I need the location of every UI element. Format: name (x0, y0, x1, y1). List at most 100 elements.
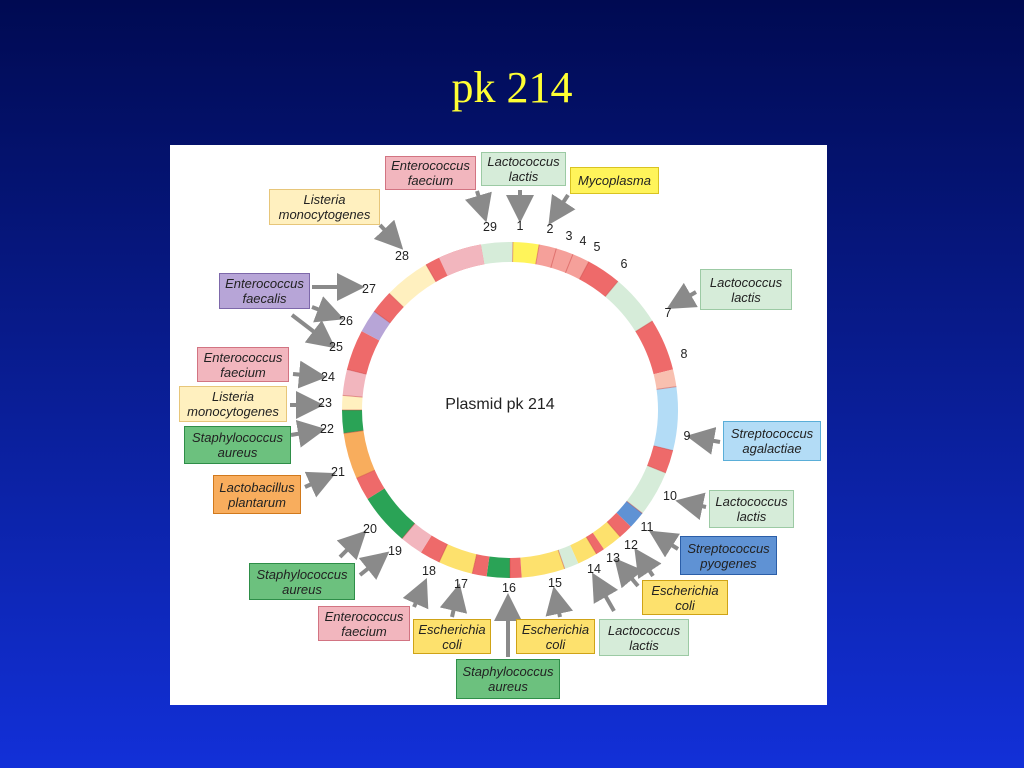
ring-seg-26b (361, 311, 391, 341)
arrow-17 (439, 583, 468, 618)
segment-num-15: 15 (548, 576, 562, 590)
ring-seg-15 (520, 549, 565, 578)
segment-num-12: 12 (624, 538, 638, 552)
ring-divider (585, 536, 597, 555)
ring-seg-8b (653, 369, 677, 390)
plasmid-ring (290, 190, 721, 657)
segment-num-16: 16 (502, 581, 516, 595)
ring-seg-11b (607, 512, 631, 537)
ring-divider (647, 464, 666, 474)
segment-num-20: 20 (363, 522, 377, 536)
segment-num-28: 28 (395, 249, 409, 263)
ring-seg-3-5 (535, 244, 589, 280)
segment-num-29: 29 (483, 220, 497, 234)
ring-seg-8 (635, 320, 674, 375)
ring-divider (604, 280, 619, 297)
ring-divider (401, 523, 416, 540)
ring-seg-21 (343, 430, 375, 479)
arrow-13 (614, 557, 644, 589)
ring-seg-23 (342, 395, 363, 411)
arrow-28 (373, 219, 404, 250)
arrow-20 (336, 530, 367, 561)
ring-divider (346, 368, 367, 375)
ring-seg-22 (342, 409, 364, 434)
label-mycoplasma: Mycoplasma (570, 167, 659, 194)
segment-num-3: 3 (565, 229, 573, 243)
ring-seg-6 (579, 261, 618, 297)
ring-divider (425, 264, 437, 283)
ring-divider (656, 386, 677, 390)
ring-seg-16 (486, 556, 511, 578)
segment-num-21: 21 (331, 465, 345, 479)
ring-divider (535, 244, 540, 265)
arrow-24 (292, 360, 327, 389)
segment-num-4: 4 (579, 234, 587, 248)
ring-divider (626, 500, 643, 514)
arrow-19 (358, 551, 390, 580)
ring-seg-17 (439, 544, 477, 574)
ring-seg-29b (439, 244, 485, 276)
segment-num-19: 19 (388, 544, 402, 558)
arrow-11 (648, 530, 681, 558)
ring-seg-2 (512, 242, 540, 265)
ring-seg-11 (616, 501, 643, 527)
arrow-18 (402, 578, 429, 610)
arrow-25 (290, 313, 336, 349)
ring-divider (606, 521, 621, 538)
arrow-22 (290, 419, 326, 448)
segment-num-11: 11 (640, 520, 654, 534)
ring-seg-13 (570, 536, 597, 564)
diagram-panel: Plasmid pk 214 1 2 3 4 5 6 7 8 9 10 11 1… (170, 145, 827, 705)
ring-divider (653, 445, 674, 452)
arrow-29 (464, 190, 492, 223)
ring-divider (471, 554, 478, 574)
ring-divider (373, 310, 391, 324)
ring-seg-7 (604, 281, 653, 332)
segment-num-13: 13 (606, 551, 620, 565)
ring-seg-27 (374, 293, 404, 324)
arrow-12 (634, 548, 662, 580)
ring-seg-28 (389, 264, 437, 308)
segment-num-27: 27 (362, 282, 376, 296)
segment-num-18: 18 (422, 564, 436, 578)
arrow-15 (545, 586, 573, 618)
segment-num-24: 24 (321, 370, 335, 384)
ring-divider (557, 549, 566, 570)
segment-num-22: 22 (320, 422, 334, 436)
arrow-9 (686, 427, 721, 455)
segment-num-7: 7 (664, 306, 672, 320)
segment-num-10: 10 (663, 489, 677, 503)
arrow-10 (675, 492, 707, 520)
ring-divider (438, 543, 448, 563)
arrow-14 (592, 572, 619, 612)
segment-num-1: 1 (516, 219, 524, 233)
ring-seg-16b (472, 554, 490, 577)
segment-num-25: 25 (329, 340, 343, 354)
ring-seg-20b (356, 470, 385, 500)
arrow-26 (311, 296, 345, 323)
arrow-21 (304, 471, 336, 498)
arrow-2 (548, 193, 576, 226)
segment-num-5: 5 (593, 240, 601, 254)
segment-num-9: 9 (683, 429, 691, 443)
ring-seg-9 (653, 386, 678, 451)
segment-num-14: 14 (587, 562, 601, 576)
ring-seg-1 (480, 242, 513, 265)
ring-divider (343, 430, 364, 434)
ring-divider (635, 320, 653, 332)
